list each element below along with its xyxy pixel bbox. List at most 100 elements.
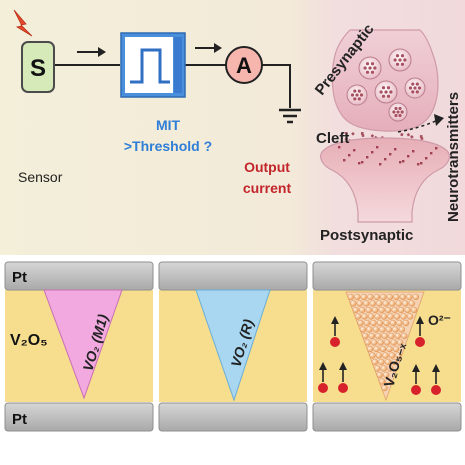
vacancy-ball	[395, 300, 402, 307]
pt-bottom-label: Pt	[12, 411, 27, 428]
arrow-icon	[195, 43, 222, 53]
ammeter-letter: A	[236, 53, 252, 78]
pt-bottom-electrode	[158, 402, 308, 432]
vacancy-ball	[380, 293, 387, 301]
vesicle	[388, 48, 412, 72]
receptor-dot	[430, 152, 433, 155]
neurotransmitter-dot	[360, 132, 364, 135]
vacancy-ball	[367, 345, 374, 353]
vacancy-ball	[354, 293, 361, 301]
vacancy-ball	[399, 293, 407, 301]
vacancy-ball	[359, 306, 366, 314]
receptor-dot	[389, 153, 392, 156]
vacancy-ball	[387, 365, 394, 372]
neurotransmitter-dot	[345, 132, 348, 135]
neurotransmitter-dot	[344, 137, 349, 141]
vacancy-ball	[384, 339, 391, 346]
vesicle	[346, 84, 368, 106]
vacancy-ball	[368, 313, 375, 320]
vacancy-ball	[385, 378, 392, 385]
pt-bottom-electrode	[4, 402, 154, 432]
oxygen-ion	[338, 362, 348, 393]
vacancy-ball	[408, 300, 415, 307]
vacancy-ball	[392, 326, 399, 333]
vacancy-ball	[379, 326, 386, 333]
vacancy-ball	[350, 300, 357, 307]
receptor-dot	[361, 161, 364, 164]
vacancy-ball	[390, 339, 397, 346]
vacancy-ball	[371, 358, 379, 366]
receptor-dot	[435, 147, 438, 150]
vacancy-ball	[407, 313, 414, 320]
vacancy-ball	[391, 358, 398, 366]
vacancy-ball	[356, 300, 363, 307]
vacancy-ball	[375, 332, 382, 340]
vacancy-ball	[371, 339, 378, 346]
vacancy-ball	[406, 293, 413, 301]
vacancy-ball	[388, 332, 395, 340]
vacancy-ball	[376, 371, 383, 379]
vacancy-ball	[370, 319, 377, 327]
sensor-letter: S	[30, 55, 46, 82]
receptor-dot	[412, 150, 415, 153]
vacancy-ball	[385, 326, 393, 333]
vacancy-ball	[365, 306, 372, 314]
receptor-dot	[338, 146, 341, 149]
receptor-dot	[353, 149, 356, 152]
vesicle	[374, 80, 398, 104]
neurotransmitter-dot	[361, 134, 365, 138]
vacancy-ball	[404, 306, 411, 314]
receptor-dot	[366, 156, 369, 159]
receptor-dot	[348, 154, 351, 157]
receptor-dot	[417, 163, 420, 166]
vacancy-ball	[373, 345, 380, 353]
vacancy-ball	[366, 326, 373, 333]
postsynaptic-terminal	[320, 137, 450, 223]
sensor-label: Sensor	[18, 169, 63, 185]
vacancy-ball	[373, 293, 381, 301]
vacancy-ball	[391, 306, 398, 314]
ammeter	[225, 46, 263, 84]
vacancy-ball	[363, 300, 370, 307]
oxygen-ions	[318, 316, 441, 395]
vacancy-ball	[388, 352, 396, 359]
vacancy-ball	[377, 339, 384, 346]
vacancy-ball	[374, 313, 381, 320]
vacancy-ball	[360, 293, 368, 301]
vacancy-ball	[386, 293, 394, 301]
panel-r: VO₂ (R)	[158, 261, 308, 432]
oxygen-ion	[415, 316, 425, 347]
vacancy-ball	[363, 319, 371, 327]
vacancy-ball	[359, 326, 367, 333]
vacancy-ball	[379, 378, 386, 385]
presynaptic-terminal	[331, 29, 439, 132]
output-label-line1: Output	[244, 159, 290, 175]
vacancy-ball	[362, 332, 369, 340]
vacancy-ball	[375, 352, 383, 359]
receptor-dot	[371, 151, 374, 154]
receptor-sites	[338, 146, 438, 166]
vacancy-ball	[384, 358, 392, 366]
vacancy-ball	[357, 319, 364, 327]
vacancy-ball	[381, 384, 388, 392]
vesicle	[358, 56, 382, 80]
vacancy-ball	[374, 365, 381, 372]
v2o5-label: V₂O₅	[10, 332, 48, 349]
oxygen-ion	[431, 364, 441, 395]
output-label-line2: current	[243, 180, 292, 196]
receptor-dot	[358, 162, 361, 165]
vo2-r-filament	[195, 289, 271, 402]
vacancy-ball	[376, 319, 384, 327]
vacancy-ball	[389, 319, 397, 327]
neurotransmitter-dot	[410, 135, 414, 139]
oxygen-ion-label: O²⁻	[428, 312, 451, 328]
vacancy-ball	[411, 306, 418, 314]
pt-top-label: Pt	[12, 269, 27, 286]
arrow-icon	[77, 47, 106, 57]
vacancy-ball	[347, 293, 355, 301]
pt-top-electrode	[4, 261, 154, 291]
vacancy-ball	[372, 326, 380, 333]
oxygen-vacancy-balls	[347, 293, 420, 392]
receptor-dot	[425, 157, 428, 160]
